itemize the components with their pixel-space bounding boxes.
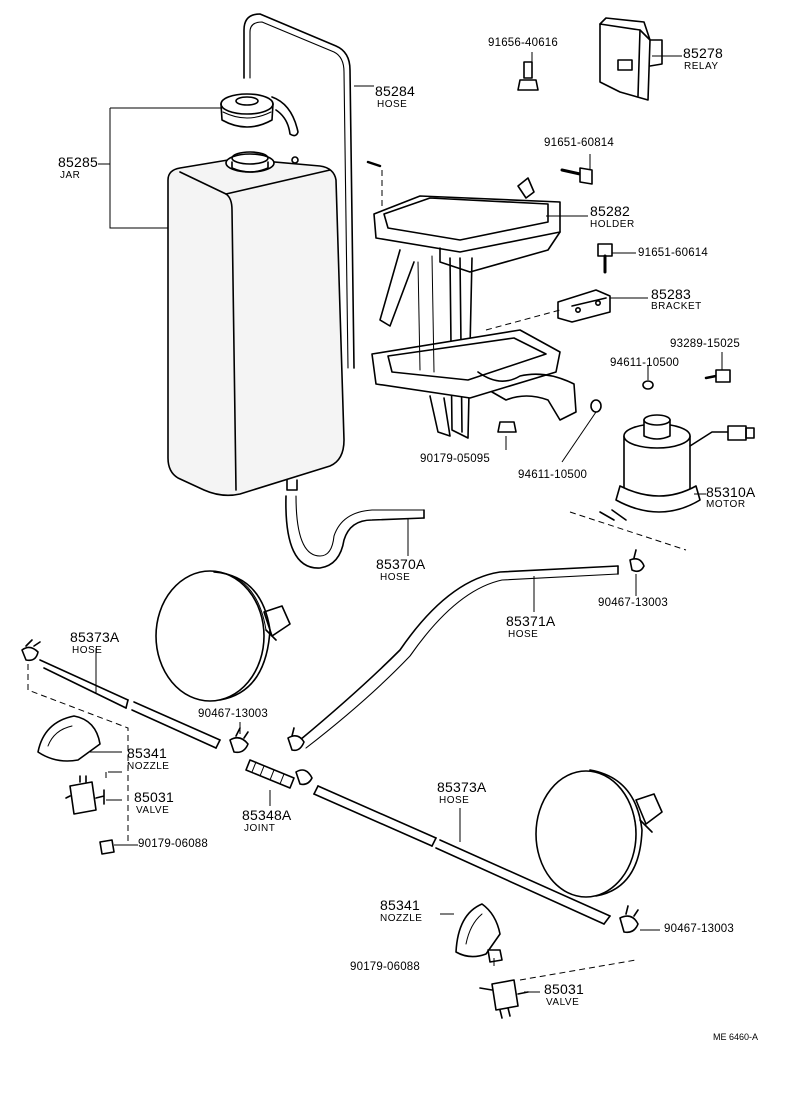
guide-lines <box>27 170 687 981</box>
bracket-number: 85283 <box>651 286 691 302</box>
bolt-91651-60814-label: 91651-60814 <box>544 137 614 149</box>
holder-number: 85282 <box>590 203 630 219</box>
screw-93289-15025 <box>704 369 731 383</box>
bolt-91656-label: 91656-40616 <box>488 37 558 49</box>
nozzle-left-name: NOZZLE <box>127 761 170 772</box>
valve-right-name: VALVE <box>546 997 580 1008</box>
hose-top-number: 85284 <box>375 83 415 99</box>
hose-right-number: 85373A <box>437 779 487 795</box>
nut-left <box>99 839 115 855</box>
motor-number: 85310A <box>706 484 756 500</box>
clip-90467-13003-left <box>21 639 41 662</box>
clip-right-label: 90467-13003 <box>664 923 734 935</box>
valve-left-name: VALVE <box>136 805 170 816</box>
nozzle-right <box>455 903 501 958</box>
clip-joint-right <box>295 769 313 786</box>
bolt-91651-60814 <box>560 167 593 185</box>
headlight-right <box>535 769 663 898</box>
hose-85371a-name: HOSE <box>508 629 539 640</box>
bracket-name: BRACKET <box>651 301 702 312</box>
clip-90467-13003-center <box>229 727 249 754</box>
motor-name: MOTOR <box>706 499 746 510</box>
hose-left-name: HOSE <box>72 645 103 656</box>
hose-85370a <box>285 495 425 569</box>
hose-left-number: 85373A <box>70 629 120 645</box>
washer-94611-10500-upper <box>642 380 654 390</box>
nut-right <box>487 949 503 963</box>
bolt-91656-40616 <box>517 61 539 91</box>
washer-lower-label: 94611-10500 <box>518 469 588 481</box>
hose-85370a-number: 85370A <box>376 556 426 572</box>
clip-90467-13003-motor <box>629 549 645 573</box>
jar-name: JAR <box>60 170 81 181</box>
leader-lines <box>90 52 723 993</box>
nut-90179-05095 <box>497 421 517 433</box>
headlight-left <box>155 570 291 702</box>
nozzle-left-number: 85341 <box>127 745 167 761</box>
relay <box>599 17 663 101</box>
holder <box>371 177 577 439</box>
nut-90179-05095-label: 90179-05095 <box>420 453 490 465</box>
holder-screw <box>366 160 382 168</box>
bolt-91651-60614 <box>597 243 613 274</box>
nozzle-left <box>37 715 101 762</box>
joint <box>245 759 295 789</box>
hose-85373a-right <box>313 785 611 925</box>
joint-number: 85348A <box>242 807 292 823</box>
valve-left-number: 85031 <box>134 789 174 805</box>
valve-left <box>65 775 105 815</box>
drawing-code: ME 6460-A <box>713 1032 759 1042</box>
clip-center-label: 90467-13003 <box>198 708 268 720</box>
jar-cap <box>220 93 299 137</box>
jar-number: 85285 <box>58 154 98 170</box>
nut-left-label: 90179-06088 <box>138 838 208 850</box>
nut-right-label: 90179-06088 <box>350 961 420 973</box>
hose-85371a <box>299 565 619 749</box>
clip-motor-label: 90467-13003 <box>598 597 668 609</box>
washer-94611-10500-lower <box>590 399 602 413</box>
hose-85371a-number: 85371A <box>506 613 556 629</box>
washer-upper-label: 94611-10500 <box>610 357 680 369</box>
joint-name: JOINT <box>244 823 276 834</box>
nozzle-right-name: NOZZLE <box>380 913 423 924</box>
hose-top <box>243 13 355 369</box>
bracket <box>557 289 611 323</box>
hose-85370a-name: HOSE <box>380 572 411 583</box>
nozzle-right-number: 85341 <box>380 897 420 913</box>
motor <box>599 414 755 521</box>
hose-top-name: HOSE <box>377 99 408 110</box>
hose-right-name: HOSE <box>439 795 470 806</box>
relay-number: 85278 <box>683 45 723 61</box>
holder-name: HOLDER <box>590 219 635 230</box>
screw-93289-label: 93289-15025 <box>670 338 740 350</box>
clip-90467-13003-right <box>619 905 639 934</box>
valve-right-number: 85031 <box>544 981 584 997</box>
clip-main-hose-end <box>287 727 305 752</box>
bolt-91651-60614-label: 91651-60614 <box>638 247 708 259</box>
hose-85373a-left <box>39 659 221 749</box>
jar <box>167 151 345 497</box>
valve-right <box>479 979 529 1019</box>
relay-name: RELAY <box>684 61 719 72</box>
